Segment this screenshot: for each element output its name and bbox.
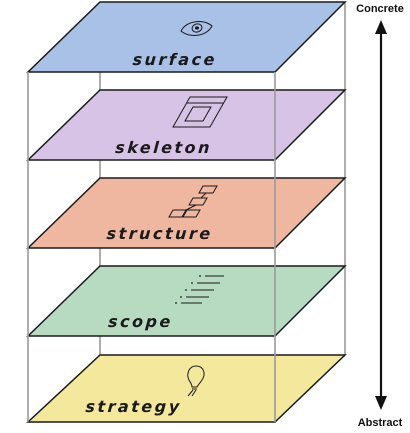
plane-scope: scope <box>26 265 347 337</box>
axis-arrow-down-icon <box>375 396 387 410</box>
list-icon <box>175 275 224 304</box>
lightbulb-icon <box>187 365 205 397</box>
axis-label-abstract: Abstract <box>358 417 403 429</box>
abstraction-axis: Concrete Abstract <box>356 3 404 429</box>
plane-structure: structure <box>26 177 347 249</box>
plane-label-surface: surface <box>132 50 218 69</box>
plane-label-scope: scope <box>107 312 173 331</box>
plane-label-structure: structure <box>106 224 213 243</box>
axis-label-concrete: Concrete <box>356 3 404 15</box>
plane-surface: surface <box>26 1 347 73</box>
plane-strategy-shape <box>26 354 347 423</box>
plane-label-strategy: strategy <box>85 397 182 416</box>
plane-skeleton: skeleton <box>26 89 347 161</box>
plane-label-skeleton: skeleton <box>115 138 213 157</box>
sitemap-icon <box>168 185 218 218</box>
eye-icon <box>180 21 213 36</box>
axis-arrow-up-icon <box>375 20 387 34</box>
plane-strategy: strategy <box>26 354 347 423</box>
plane-scope-shape <box>26 265 347 337</box>
wireframe-icon <box>172 96 228 128</box>
